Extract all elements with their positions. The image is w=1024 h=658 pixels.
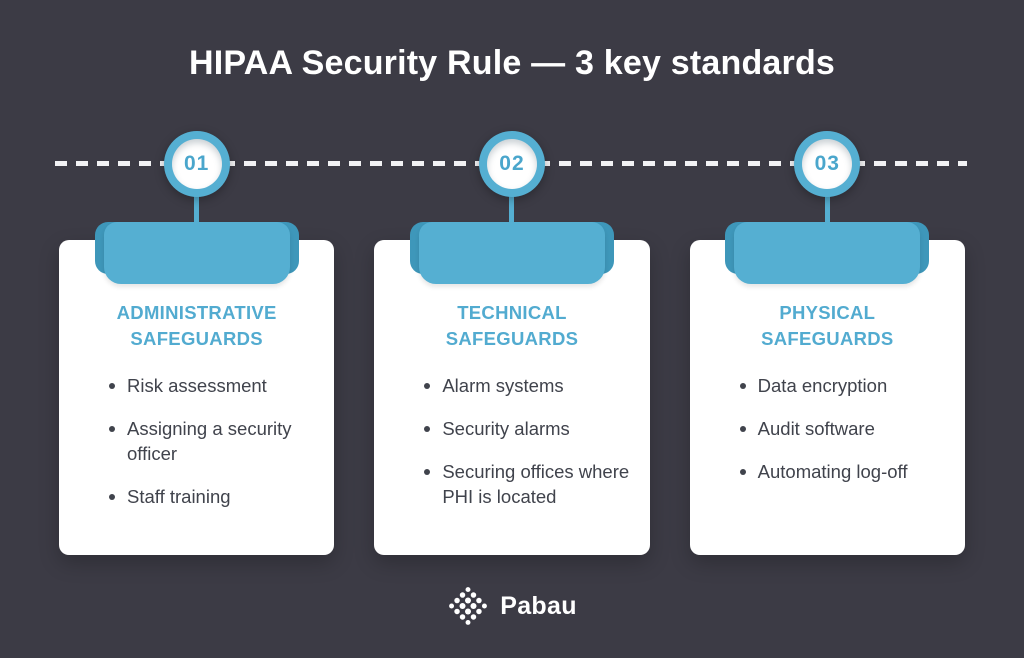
list-item: Securing offices where PHI is located [424, 459, 631, 509]
pabau-logo: Pabau [0, 585, 1024, 627]
pabau-diamond-dots-icon [447, 585, 489, 627]
list-item: Automating log-off [739, 459, 947, 484]
list-item: Security alarms [424, 416, 631, 441]
step-number: 01 [171, 139, 222, 189]
list-item: Risk assessment [108, 373, 316, 398]
card-heading: ADMINISTRATIVE SAFEGUARDS [69, 300, 324, 352]
page-title: HIPAA Security Rule — 3 key standards [188, 44, 836, 82]
clipboard-clip [418, 222, 605, 284]
card-physical-safeguards: PHYSICAL SAFEGUARDS Data encryption Audi… [689, 222, 965, 555]
card-heading: TECHNICAL SAFEGUARDS [384, 300, 639, 352]
clipboard-clip [734, 222, 921, 284]
step-number: 02 [486, 139, 537, 189]
step-connector-line [824, 196, 830, 241]
brand-name: Pabau [500, 591, 577, 620]
card-heading-line1: TECHNICAL [457, 302, 567, 323]
card-heading-line1: ADMINISTRATIVE [116, 302, 277, 323]
column-physical: 03 PHYSICAL SAFEGUARDS Data encryption A… [689, 131, 965, 555]
card-heading-line2: SAFEGUARDS [130, 328, 263, 349]
standards-columns: 01 ADMINISTRATIVE SAFEGUARDS Risk assess… [59, 131, 965, 555]
step-number: 03 [802, 139, 853, 189]
step-marker-02: 02 [478, 131, 545, 197]
card-heading-line2: SAFEGUARDS [445, 328, 579, 349]
list-item: Alarm systems [424, 373, 631, 398]
list-item: Audit software [739, 416, 947, 441]
step-marker-03: 03 [794, 131, 861, 197]
clipboard-clip [103, 222, 290, 284]
list-item: Data encryption [739, 373, 947, 398]
card-bullet-list: Data encryption Audit software Automatin… [690, 373, 965, 484]
list-item: Staff training [108, 484, 316, 509]
column-technical: 02 TECHNICAL SAFEGUARDS Alarm systems Se… [374, 131, 650, 555]
card-bullet-list: Risk assessment Assigning a security off… [59, 373, 334, 509]
step-connector-line [509, 196, 515, 241]
step-connector-line [194, 196, 200, 241]
card-heading-line1: PHYSICAL [779, 302, 876, 323]
card-technical-safeguards: TECHNICAL SAFEGUARDS Alarm systems Secur… [374, 222, 650, 555]
list-item: Assigning a security officer [108, 416, 316, 466]
card-bullet-list: Alarm systems Security alarms Securing o… [374, 373, 649, 509]
step-marker-01: 01 [163, 131, 230, 197]
column-administrative: 01 ADMINISTRATIVE SAFEGUARDS Risk assess… [59, 131, 335, 555]
card-heading-line2: SAFEGUARDS [761, 328, 894, 349]
card-heading: PHYSICAL SAFEGUARDS [700, 300, 955, 352]
card-administrative-safeguards: ADMINISTRATIVE SAFEGUARDS Risk assessmen… [59, 222, 335, 555]
